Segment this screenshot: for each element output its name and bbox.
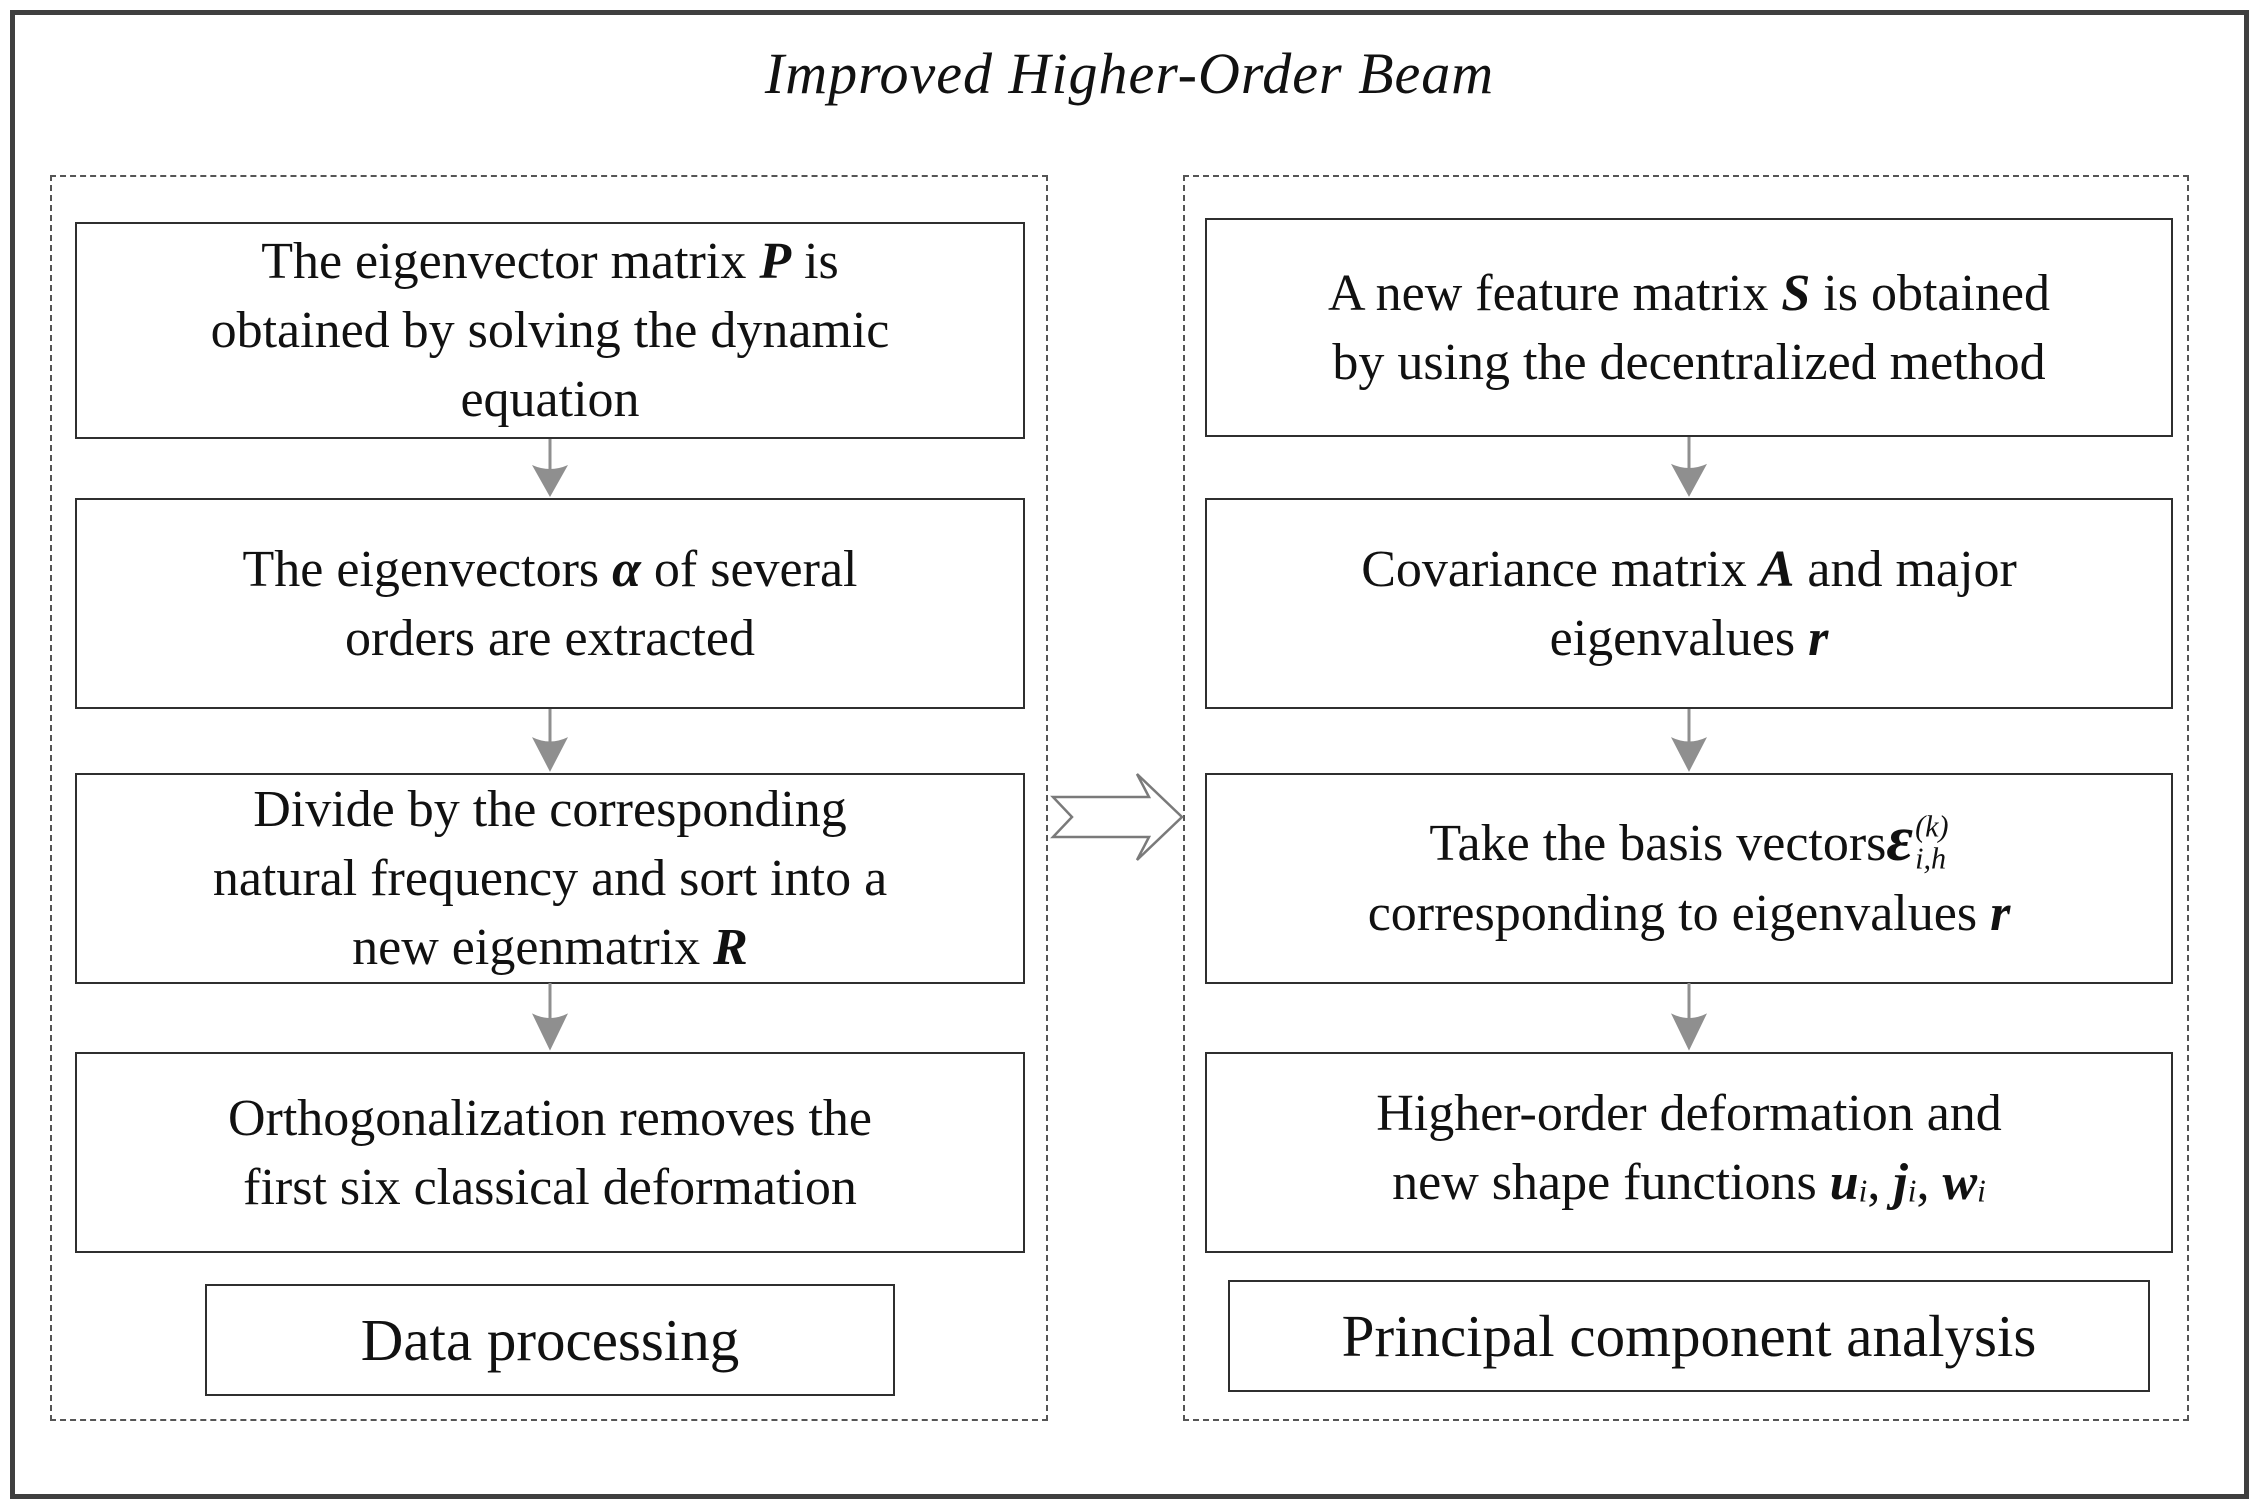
right-block-arrow-icon xyxy=(1050,770,1186,864)
data-processing-group-outline xyxy=(50,175,1048,1421)
down-arrow-icon xyxy=(1667,983,1711,1053)
down-arrow-icon xyxy=(1667,437,1711,499)
label-text: Principal component analysis xyxy=(1341,1302,2037,1369)
down-arrow-icon xyxy=(528,439,572,499)
pca-group-outline xyxy=(1183,175,2189,1421)
down-arrow-icon xyxy=(528,709,572,774)
sup-sub-script: (k)i,h xyxy=(1915,809,1949,876)
data-processing-label: Data processing xyxy=(205,1284,895,1396)
principal-component-analysis-label: Principal component analysis xyxy=(1228,1280,2150,1392)
outer-frame xyxy=(10,10,2249,1499)
down-arrow-icon xyxy=(1667,709,1711,774)
diagram-title: Improved Higher-Order Beam xyxy=(764,41,1495,106)
label-text: Data processing xyxy=(360,1306,740,1373)
down-arrow-icon xyxy=(528,983,572,1053)
